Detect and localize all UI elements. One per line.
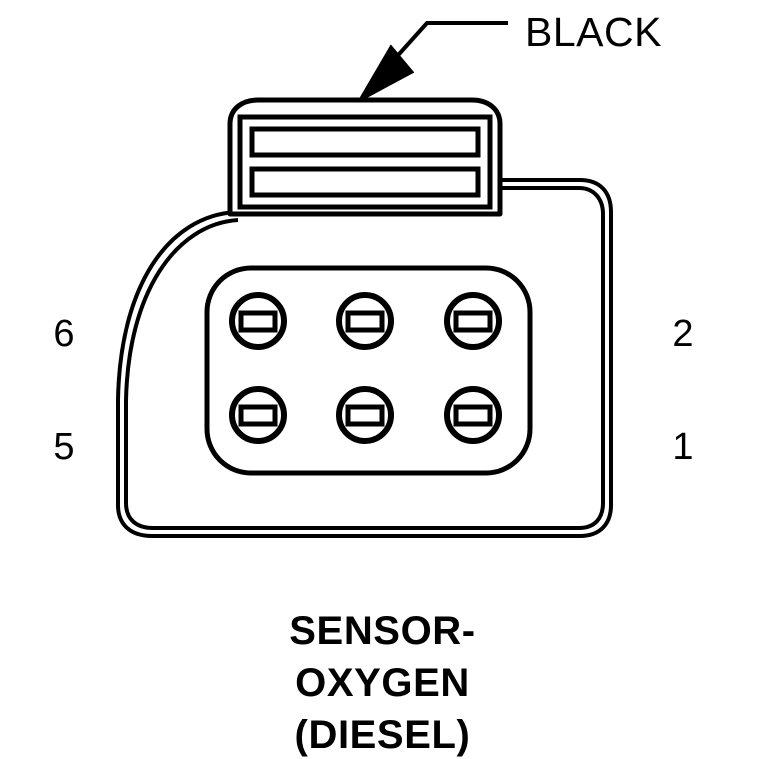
cavity-top-center	[336, 292, 394, 350]
tab-slot-lower	[249, 166, 481, 198]
cavity-bottom-left	[229, 386, 287, 444]
leader-arrowhead-icon	[356, 44, 415, 104]
cavity-blade-slot	[453, 404, 493, 427]
cavity-blade-slot	[345, 404, 385, 427]
cavity-blade-slot	[345, 310, 385, 333]
cavity-top-right	[444, 292, 502, 350]
cavity-bottom-center	[336, 386, 394, 444]
pin-number-2: 2	[672, 313, 694, 355]
caption-line-1: SENSOR-	[289, 609, 476, 653]
leader-line-group	[356, 21, 508, 104]
terminal-cavities	[229, 292, 502, 444]
locking-tab	[227, 97, 503, 217]
cavity-bottom-right	[444, 386, 502, 444]
terminal-housing	[204, 265, 533, 476]
wire-color-label: BLACK	[525, 9, 662, 55]
body-outline-outer	[116, 178, 613, 538]
cavity-blade-slot	[238, 404, 278, 427]
pin-number-5: 5	[53, 426, 75, 468]
caption-line-2: OXYGEN	[295, 661, 470, 705]
cavity-top-left	[229, 292, 287, 350]
cavity-blade-slot	[453, 310, 493, 333]
pin-number-1: 1	[672, 426, 694, 468]
connector-body	[116, 178, 613, 538]
body-outline-inner	[124, 186, 605, 530]
caption-line-3: (DIESEL)	[294, 713, 471, 757]
tab-slot-upper	[249, 126, 481, 158]
pin-number-6: 6	[53, 313, 75, 355]
cavity-blade-slot	[238, 310, 278, 333]
